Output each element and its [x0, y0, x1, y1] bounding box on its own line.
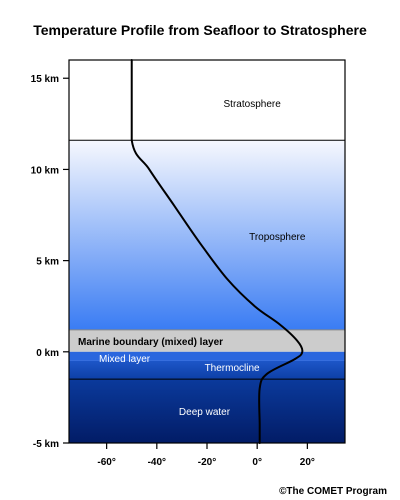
deep-water-label: Deep water	[179, 407, 231, 418]
thermocline-label: Thermocline	[205, 363, 260, 374]
altitude-axis: 15 km 10 km 5 km 0 km -5 km	[31, 74, 69, 450]
marine-boundary-layer-band	[69, 329, 345, 352]
thermocline-band	[69, 360, 345, 380]
temperature-profile-line	[130, 59, 304, 444]
temperature-tick-label: -40°	[148, 457, 166, 468]
temperature-tick-label: -60°	[97, 457, 115, 468]
mixed-layer-label: Mixed layer	[99, 354, 151, 365]
temperature-tick-label: -20°	[198, 457, 216, 468]
temperature-axis: -60° -40° -20° 0° 20°	[97, 443, 315, 468]
stratosphere-label: Stratosphere	[224, 99, 282, 110]
temperature-tick-label: 0°	[252, 457, 262, 468]
diagram-title: Temperature Profile from Seafloor to Str…	[33, 22, 367, 38]
altitude-tick-label: 0 km	[36, 348, 59, 359]
altitude-tick-label: 15 km	[31, 74, 59, 85]
copyright-credit: ©The COMET Program	[279, 486, 387, 497]
deep-water-band	[69, 379, 345, 443]
altitude-tick-label: -5 km	[33, 439, 59, 450]
altitude-tick-label: 5 km	[36, 257, 59, 268]
temperature-tick-label: 20°	[300, 457, 315, 468]
marine-boundary-layer-label: Marine boundary (mixed) layer	[78, 337, 223, 348]
stratosphere-band	[69, 60, 345, 141]
troposphere-band	[69, 140, 345, 330]
mixed-layer-band	[69, 351, 345, 361]
troposphere-label: Troposphere	[249, 232, 306, 243]
altitude-tick-label: 10 km	[31, 165, 59, 176]
